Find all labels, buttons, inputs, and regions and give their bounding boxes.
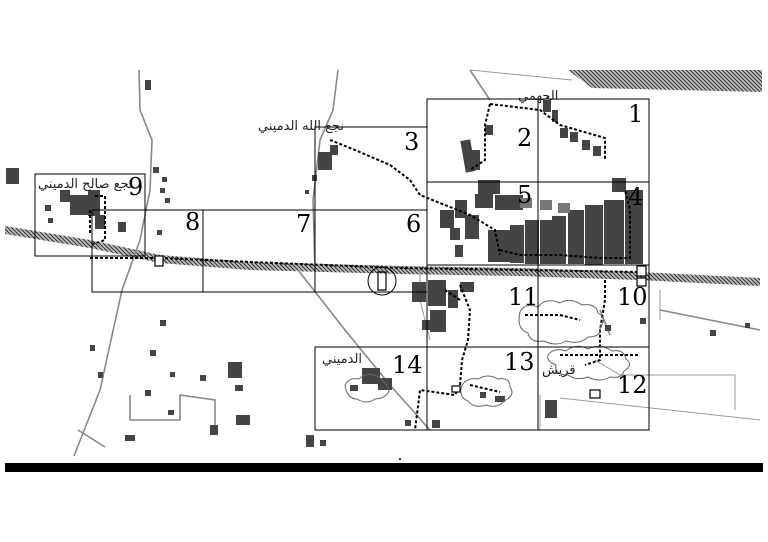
bottom-bar (5, 463, 763, 472)
grid-number-4: 4 (628, 183, 643, 211)
canal-strip-top (568, 70, 762, 92)
grid-number-1: 1 (628, 100, 643, 128)
building-footprints (6, 80, 750, 447)
facility-symbols (154, 255, 647, 399)
grid-number-14: 14 (392, 351, 423, 379)
grid-number-2: 2 (517, 124, 532, 152)
label-aldumaini: الدميني (322, 352, 362, 367)
canal-edge-top (469, 69, 573, 81)
label-quraysh: قريش (542, 363, 576, 378)
grid-number-9: 9 (128, 173, 143, 201)
hamlet-outlines (344, 299, 630, 407)
map-dot (399, 458, 401, 460)
grid-number-8: 8 (185, 208, 200, 236)
grid-cell-8 (91, 209, 204, 293)
grid-number-10: 10 (617, 283, 648, 311)
grid-number-12: 12 (617, 371, 648, 399)
grid-number-11: 11 (508, 283, 539, 311)
grid-number-6: 6 (406, 210, 421, 238)
label-nagaa-allah: نجع الله الدميني (258, 119, 344, 134)
grid-sheet-index (34, 98, 650, 431)
grid-number-3: 3 (404, 128, 419, 156)
label-nagaa-saleh: نجع صالح الدميني (38, 177, 133, 192)
grid-number-7: 7 (296, 210, 311, 238)
grid-cell-9 (34, 173, 146, 257)
grid-cell-14 (314, 346, 428, 431)
label-aljahmi: الجهمي (518, 89, 558, 104)
place-name-labels: نجع الله الدميني نجع صالح الدميني الجهمي… (38, 89, 576, 378)
grid-number-13: 13 (504, 348, 535, 376)
grid-number-labels: 1 2 3 4 5 6 7 8 9 10 11 12 13 14 (128, 100, 648, 399)
grid-number-5: 5 (517, 181, 532, 209)
